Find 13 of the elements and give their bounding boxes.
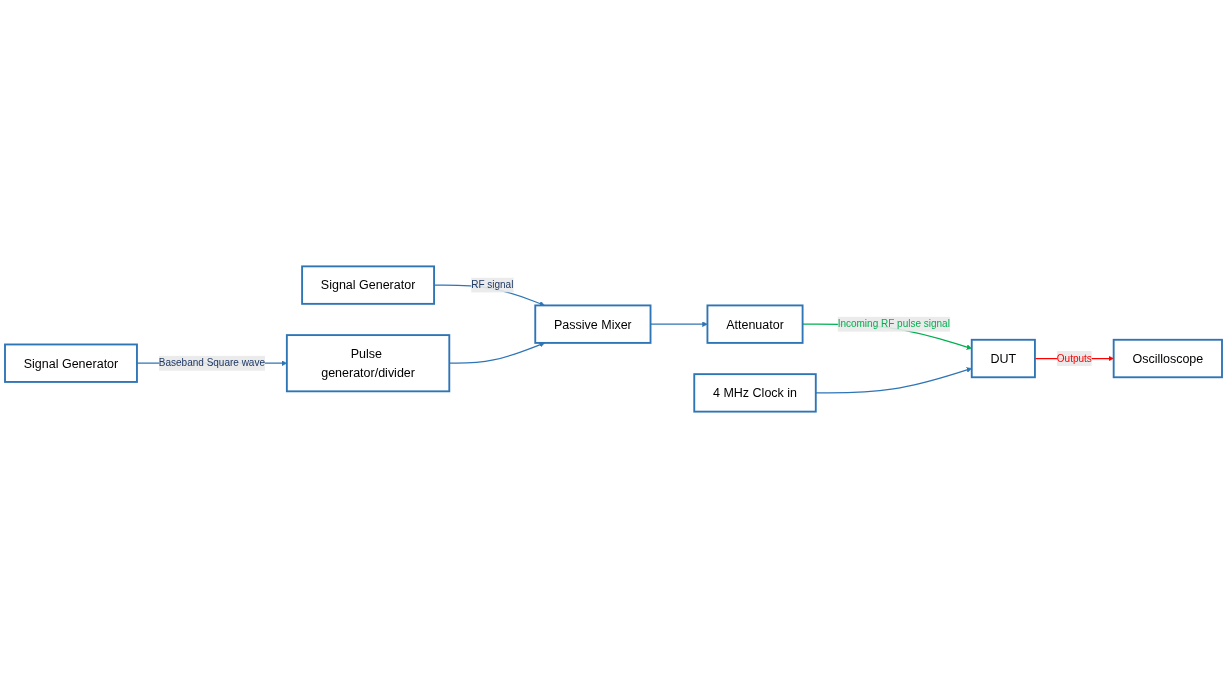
node-box: 4 MHz Clock in xyxy=(693,372,817,413)
edge-label: Incoming RF pulse signal xyxy=(837,318,950,329)
node-box: Signal Generator xyxy=(301,264,435,305)
edge-label: RF signal xyxy=(471,278,514,290)
node-box: Passive Mixer xyxy=(534,304,652,344)
node-box: Attenuator xyxy=(706,304,804,344)
node-box: Oscilloscope xyxy=(1112,338,1223,378)
edge-label: Outputs xyxy=(1056,352,1092,364)
node-box: DUT xyxy=(970,338,1036,378)
node-box: Signal Generator xyxy=(4,343,138,383)
arrow xyxy=(815,366,972,393)
node-box: Pulse generator/divider xyxy=(285,333,451,392)
edge-label: Baseband Square wave xyxy=(158,357,265,368)
